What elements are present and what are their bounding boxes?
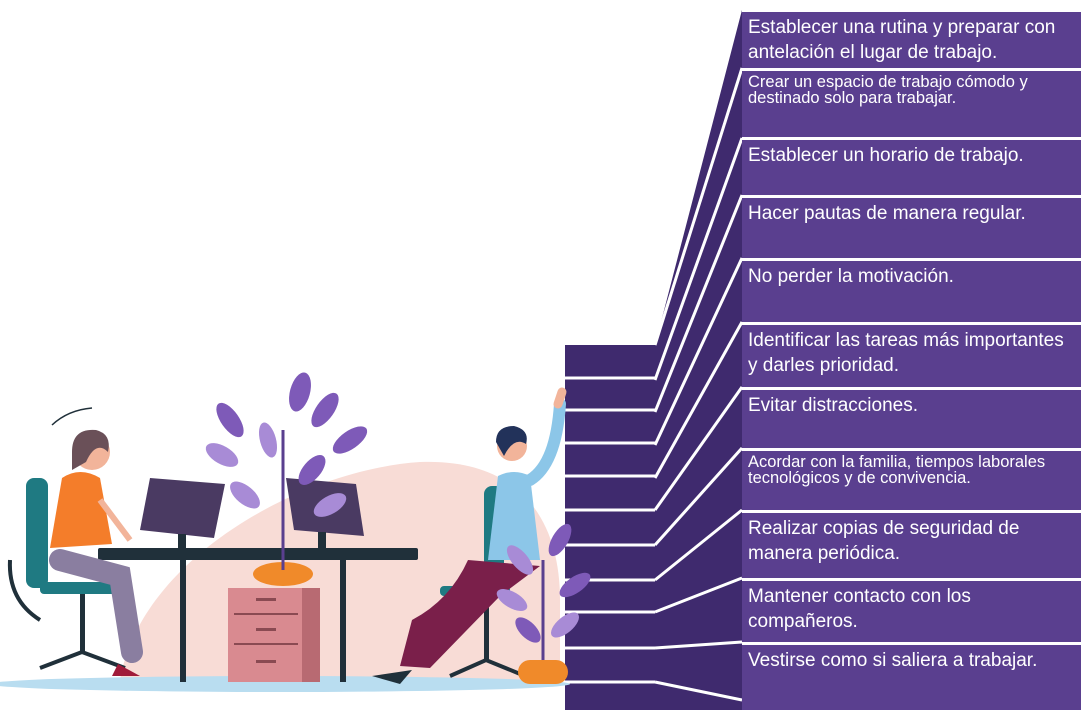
tip-step-2: Crear un espacio de trabajo cómodo y des…: [742, 71, 1081, 137]
tip-step-6: Identificar las tareas más importantes y…: [742, 325, 1081, 387]
tip-step-11: Vestirse como si saliera a trabajar.: [742, 645, 1081, 710]
floor-shadow: [0, 676, 570, 692]
tip-text: Realizar copias de seguridad de manera p…: [748, 518, 1020, 564]
tip-text: Crear un espacio de trabajo cómodo y des…: [748, 73, 1028, 107]
tip-step-7: Evitar distracciones.: [742, 390, 1081, 448]
tip-step-3: Establecer un horario de trabajo.: [742, 140, 1081, 195]
tip-step-8: Acordar con la familia, tiempos laborale…: [742, 451, 1081, 510]
desk: [98, 548, 418, 682]
tip-text: Hacer pautas de manera regular.: [748, 203, 1026, 224]
staircase: [565, 10, 744, 710]
right-woman: [372, 387, 567, 684]
left-woman: [49, 407, 143, 676]
monitor-left: [140, 478, 225, 548]
tip-text: Establecer una rutina y preparar con ant…: [748, 17, 1056, 63]
tip-step-10: Mantener contacto con los compañeros.: [742, 581, 1081, 642]
staircase-edges: [565, 67, 744, 702]
tip-step-5: No perder la motivación.: [742, 261, 1081, 322]
plant-center: [205, 372, 368, 586]
tip-text: Mantener contacto con los compañeros.: [748, 586, 971, 632]
tip-text: Acordar con la familia, tiempos laborale…: [748, 453, 1046, 487]
tip-text: Establecer un horario de trabajo.: [748, 145, 1024, 166]
staircase-side: [565, 10, 742, 710]
tip-text: Evitar distracciones.: [748, 395, 919, 416]
tip-text: Identificar las tareas más importantes y…: [748, 330, 1064, 376]
left-chair: [7, 478, 130, 670]
plant-right: [496, 523, 591, 684]
tip-text: Vestirse como si saliera a trabajar.: [748, 650, 1038, 671]
tip-step-9: Realizar copias de seguridad de manera p…: [742, 513, 1081, 578]
tip-step-1: Establecer una rutina y preparar con ant…: [742, 12, 1081, 68]
tip-step-4: Hacer pautas de manera regular.: [742, 198, 1081, 258]
tip-text: No perder la motivación.: [748, 266, 954, 287]
